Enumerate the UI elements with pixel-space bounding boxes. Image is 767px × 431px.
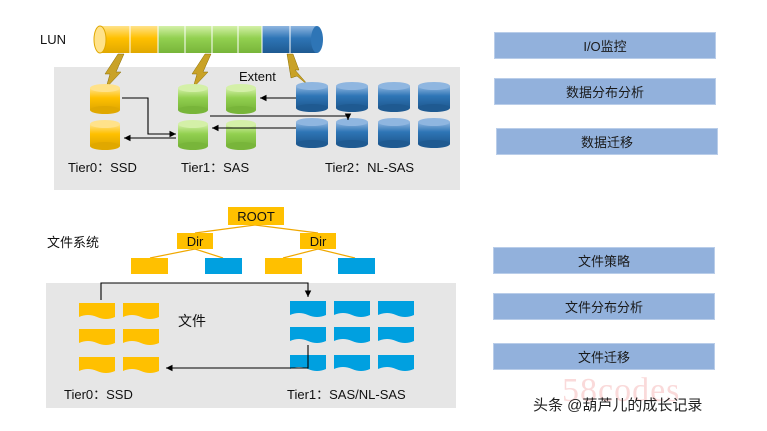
- file-policy-button: 文件策略: [493, 247, 715, 274]
- tier1-sas-files: [290, 301, 414, 371]
- tier1-sas-disks: [178, 84, 256, 150]
- tier2-nlsas-label: Tier2：NL-SAS: [325, 160, 415, 175]
- tier0-ssd-label: Tier0：SSD: [68, 160, 137, 175]
- file-migration-button: 文件迁移: [493, 343, 715, 370]
- tree-leaf-nodes: [131, 258, 375, 274]
- watermark: 58codes: [562, 372, 681, 409]
- file-migration-arrows: [100, 282, 312, 372]
- tree-dir-right-node: Dir: [300, 233, 336, 249]
- file-distribution-analysis-button: 文件分布分析: [493, 293, 715, 320]
- tree-root-label: ROOT: [237, 208, 275, 224]
- bottom-tier0-label: Tier0：SSD: [64, 387, 133, 402]
- data-distribution-analysis-button: 数据分布分析: [494, 78, 716, 105]
- filesystem-label: 文件系统: [47, 235, 100, 250]
- data-migration-button: 数据迁移: [496, 128, 718, 155]
- tier1-sas-label: Tier1：SAS: [181, 160, 250, 175]
- bottom-tier1-label: Tier1：SAS/NL-SAS: [287, 387, 406, 402]
- tier2-nlsas-disks: [296, 82, 450, 148]
- io-monitor-button: I/O监控: [494, 32, 716, 59]
- tier0-ssd-disks: [90, 84, 120, 150]
- filesystem-tree-lines: [149, 224, 356, 259]
- lun-cylinder: [93, 25, 323, 54]
- tree-dir-left-node: Dir: [177, 233, 213, 249]
- author-credit: 头条 @葫芦儿的成长记录: [533, 397, 703, 414]
- tier0-ssd-files: [79, 303, 159, 373]
- extent-migration-arrows: [122, 94, 352, 142]
- lun-to-tier-connectors: [104, 53, 310, 89]
- tree-dir-left-label: Dir: [186, 233, 204, 249]
- lun-label: LUN: [40, 32, 67, 47]
- tree-dir-right-label: Dir: [309, 233, 327, 249]
- file-label: 文件: [178, 313, 206, 329]
- tree-root-node: ROOT: [228, 207, 284, 225]
- extent-label: Extent: [239, 69, 276, 84]
